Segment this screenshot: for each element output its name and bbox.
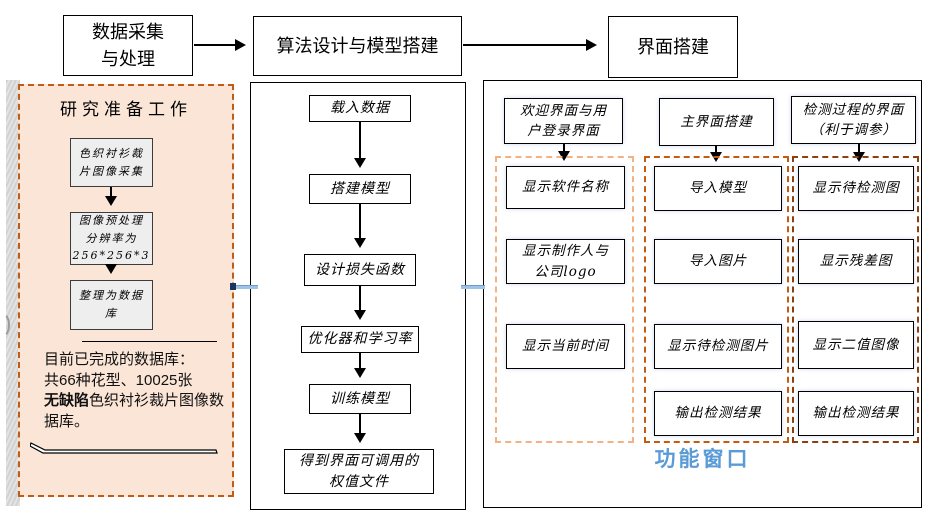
ui-item-output-result-detect: 输出检测结果	[798, 391, 914, 436]
arrow-down-icon	[105, 187, 117, 206]
ui-item-show-binary: 显示二值图像	[798, 321, 914, 369]
flow-node-data-collection: 数据采集 与处理	[63, 15, 193, 76]
group-main-interface	[644, 156, 789, 443]
algo-step-weight-file: 得到界面可调用的 权值文件	[284, 449, 434, 494]
connector-left-segment	[234, 285, 258, 289]
ui-item-software-name: 显示软件名称	[506, 166, 625, 209]
ui-build-panel: 欢迎界面与用 户登录界面 主界面搭建 检测过程的界面 （利于调参） 显示软件名称…	[483, 80, 922, 508]
edge-arc-decoration	[0, 312, 10, 338]
arrow-down-icon	[354, 286, 366, 320]
ui-header-welcome-login: 欢迎界面与用 户登录界面	[504, 98, 623, 144]
arrow-down-icon	[354, 122, 366, 168]
prep-step-build-database: 整理为数据 库	[70, 280, 153, 330]
group-detection-interface	[792, 156, 919, 443]
arrow-down-icon	[354, 204, 366, 248]
flow-node-algorithm-design: 算法设计与模型搭建	[253, 16, 462, 76]
panel-edge-texture	[6, 80, 20, 506]
ui-item-show-residual: 显示残差图	[798, 239, 914, 284]
ui-header-detection-interface: 检测过程的界面 （利于调参）	[791, 96, 916, 144]
ui-item-maker-logo: 显示制作人与 公司logo	[506, 239, 625, 284]
algo-step-train-model: 训练模型	[309, 384, 411, 414]
database-note-suffix: 色织衬衫裁片图像数据库。	[44, 392, 225, 431]
arrow-right-icon	[194, 39, 246, 51]
algo-step-loss-function: 设计损失函数	[304, 254, 416, 286]
connector-anchor-icon	[230, 283, 236, 290]
connector-right-segment	[461, 285, 485, 289]
preparation-panel: 研究准备工作 色织衬衫裁 片图像采集 图像预处理 分辨率为 256*256*3 …	[18, 84, 234, 497]
divider-line	[82, 341, 217, 342]
callout-line-decoration	[30, 442, 218, 454]
prep-step-image-acquisition: 色织衬衫裁 片图像采集	[70, 138, 153, 187]
arrow-down-icon	[354, 353, 366, 378]
algo-step-load-data: 载入数据	[309, 95, 411, 122]
database-note: 目前已完成的数据库： 共66种花型、10025张 无缺陷色织衬衫裁片图像数据库。	[44, 350, 234, 433]
algo-step-optimizer: 优化器和学习率	[301, 326, 419, 353]
ui-item-show-test-image: 显示待检测图片	[654, 324, 782, 369]
preparation-panel-title: 研究准备工作	[60, 100, 192, 120]
algorithm-panel: 载入数据 搭建模型 设计损失函数 优化器和学习率 训练模型 得到界面可调用的 权…	[250, 82, 466, 510]
algo-step-build-model: 搭建模型	[309, 174, 411, 204]
ui-item-output-result-main: 输出检测结果	[654, 391, 782, 436]
database-note-prefix: 目前已完成的数据库： 共66种花型、10025张	[44, 351, 195, 389]
function-window-label: 功能窗口	[654, 448, 751, 471]
ui-item-import-image: 导入图片	[654, 239, 782, 284]
flow-node-ui-build: 界面搭建	[608, 16, 738, 78]
ui-item-current-time: 显示当前时间	[506, 324, 625, 369]
database-note-bold: 无缺陷	[44, 392, 90, 410]
arrow-down-icon	[354, 414, 366, 443]
prep-step-preprocess: 图像预处理 分辨率为 256*256*3	[70, 212, 153, 265]
arrow-down-icon	[105, 264, 117, 274]
ui-item-show-test-fig: 显示待检测图	[798, 166, 914, 211]
ui-header-main-interface: 主界面搭建	[659, 98, 774, 146]
arrow-right-icon	[463, 39, 597, 51]
group-welcome-login	[495, 156, 634, 443]
ui-item-import-model: 导入模型	[654, 166, 782, 211]
